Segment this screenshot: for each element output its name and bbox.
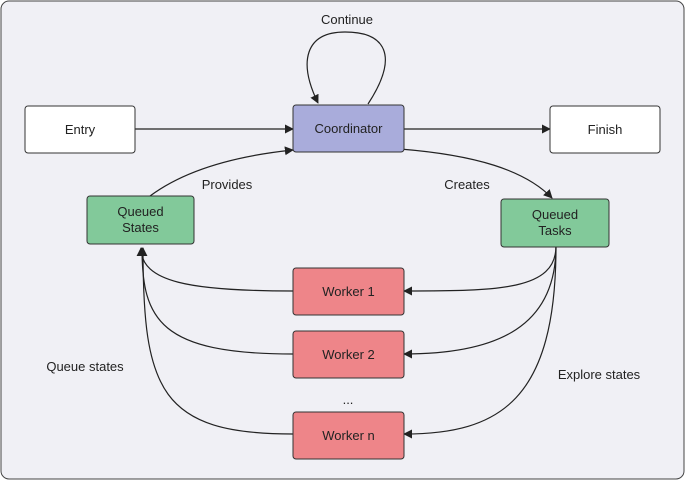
workers-ellipsis: ...	[343, 392, 354, 407]
node-worker-2	[292, 330, 405, 379]
edge-label-provides: Provides	[202, 177, 253, 192]
node-entry-label: Entry	[65, 122, 96, 137]
node-worker-n-label: Worker n	[322, 428, 375, 443]
edge-tasks-worker-1	[403, 245, 557, 296]
edge-label-queue-states: Queue states	[46, 359, 124, 374]
node-worker-n	[292, 411, 405, 460]
edge-label-continue: Continue	[321, 12, 373, 27]
node-finish	[549, 105, 661, 154]
edge-creates	[399, 148, 553, 199]
node-worker-1	[292, 267, 405, 316]
node-coordinator	[292, 104, 405, 153]
edge-provides	[149, 146, 294, 197]
node-queued-tasks	[500, 198, 610, 248]
node-queued-tasks-label-line2: Tasks	[538, 223, 572, 238]
edge-label-explore-states: Explore states	[558, 367, 641, 382]
node-queued-states-label-line2: States	[122, 220, 159, 235]
node-finish-label: Finish	[588, 122, 623, 137]
node-entry	[24, 105, 136, 154]
node-queued-states-label-line1: Queued	[117, 204, 163, 219]
node-coordinator-label: Coordinator	[315, 121, 384, 136]
node-queued-states	[86, 195, 195, 245]
node-worker-1-label: Worker 1	[322, 284, 375, 299]
edge-continue-loop	[306, 31, 386, 105]
edge-worker-n-states	[138, 247, 294, 435]
edge-label-creates: Creates	[444, 177, 490, 192]
node-worker-2-label: Worker 2	[322, 347, 375, 362]
edge-tasks-worker-n	[403, 245, 557, 439]
edge-tasks-worker-2	[403, 245, 557, 359]
node-queued-tasks-label-line1: Queued	[532, 207, 578, 222]
